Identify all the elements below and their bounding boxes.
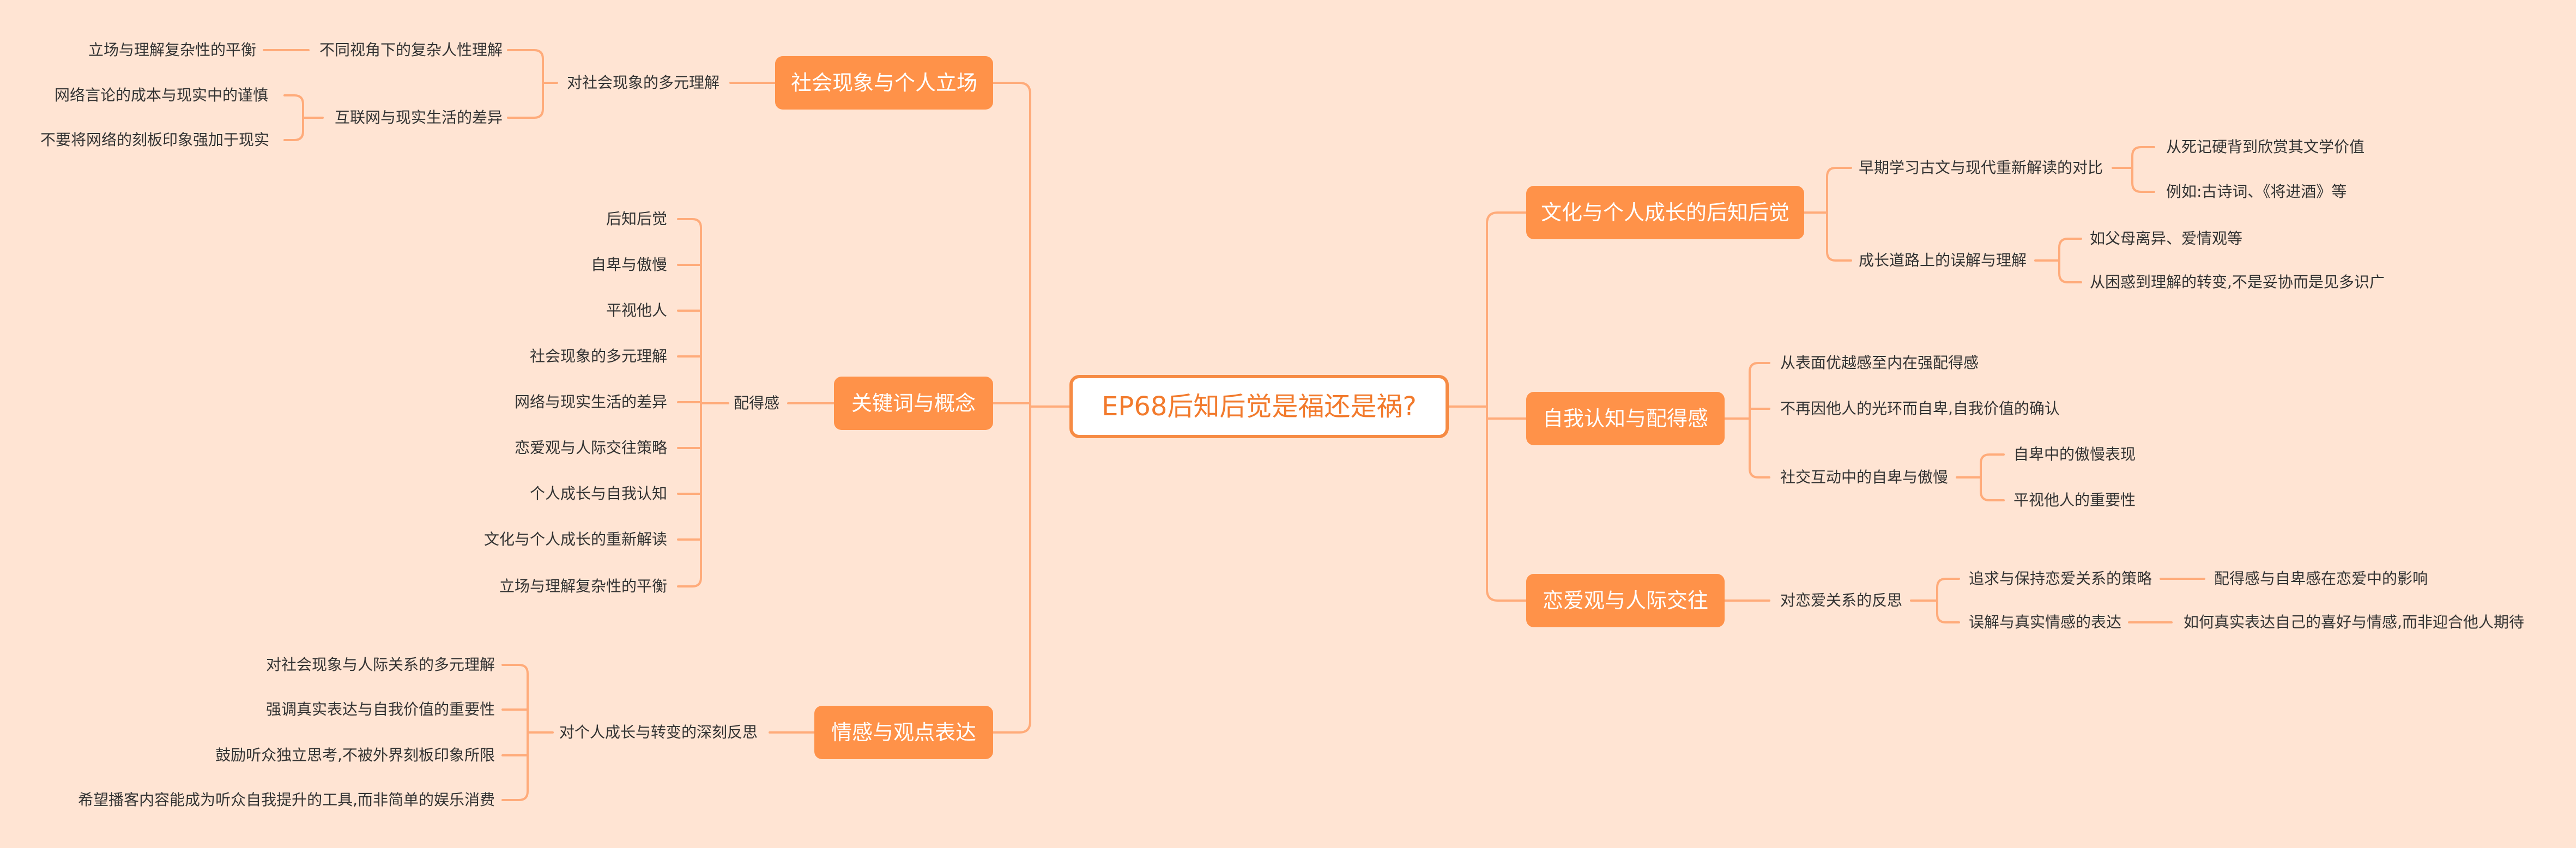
leaf-perspective-balance[interactable]: 立场与理解复杂性的平衡 (88, 41, 256, 59)
keyword-item[interactable]: 自卑与傲慢 (590, 256, 667, 274)
link-root-emotion (992, 405, 1071, 734)
branch-love[interactable]: 恋爱观与人际交往 (1526, 574, 1725, 627)
branch-emotion[interactable]: 情感与观点表达 (814, 706, 993, 759)
leaf-love-deserving[interactable]: 配得感与自卑感在恋爱中的影响 (2214, 570, 2428, 587)
emotion-item[interactable]: 强调真实表达与自我价值的重要性 (265, 700, 495, 718)
link-keywords-fork (677, 218, 729, 587)
emotion-item[interactable]: 鼓励听众独立思考,不被外界刻板印象所限 (215, 746, 495, 764)
link-society-fork (507, 49, 558, 119)
node-deserving[interactable]: 配得感 (734, 394, 780, 412)
node-society-multi-understanding[interactable]: 对社会现象的多元理解 (567, 74, 720, 92)
node-self-superiority[interactable]: 从表面优越感至内在强配得感 (1780, 354, 1979, 372)
node-love-expression[interactable]: 误解与真实情感的表达 (1969, 613, 2122, 631)
keyword-item[interactable]: 文化与个人成长的重新解读 (483, 530, 667, 548)
node-growth-misunderstanding[interactable]: 成长道路上的误解与理解 (1859, 251, 2027, 269)
node-perspective[interactable]: 不同视角下的复杂人性理解 (319, 41, 503, 59)
link-root-culture (1448, 211, 1527, 408)
leaf-growth-parents[interactable]: 如父母离异、爱情观等 (2090, 229, 2243, 247)
link-root-keywords (992, 402, 1071, 408)
leaf-love-authentic[interactable]: 如何真实表达自己的喜好与情感,而非迎合他人期待 (2184, 613, 2524, 631)
emotion-item[interactable]: 对社会现象与人际关系的多元理解 (265, 656, 495, 674)
root-node[interactable]: EP68后知后觉是福还是祸? (1069, 375, 1449, 438)
branch-culture[interactable]: 文化与个人成长的后知后觉 (1526, 186, 1804, 239)
link-love-fork (1910, 578, 1960, 623)
keyword-item[interactable]: 平视他人 (606, 301, 667, 319)
node-personal-reflection[interactable]: 对个人成长与转变的深刻反思 (559, 723, 758, 741)
emotion-item[interactable]: 希望播客内容能成为听众自我提升的工具,而非简单的娱乐消费 (78, 791, 495, 809)
leaf-classics-example[interactable]: 例如:古诗词、《将进酒》等 (2166, 183, 2347, 201)
keyword-item[interactable]: 社会现象的多元理解 (529, 347, 667, 365)
link-root-society (992, 82, 1071, 408)
branch-society[interactable]: 社会现象与个人立场 (775, 56, 993, 110)
keyword-item[interactable]: 后知后觉 (606, 210, 667, 228)
leaf-online-cost[interactable]: 网络言论的成本与现实中的谨慎 (54, 86, 268, 104)
leaf-social-arrogance[interactable]: 自卑中的傲慢表现 (2013, 445, 2136, 463)
link-root-love (1448, 405, 1527, 602)
link-root-self (1448, 405, 1527, 420)
node-social-interaction[interactable]: 社交互动中的自卑与傲慢 (1780, 468, 1949, 486)
keyword-item[interactable]: 立场与理解复杂性的平衡 (499, 577, 667, 595)
keyword-item[interactable]: 恋爱观与人际交往策略 (514, 439, 667, 457)
keyword-item[interactable]: 网络与现实生活的差异 (514, 393, 667, 411)
link-culture-fork (1803, 167, 1852, 262)
node-love-reflection[interactable]: 对恋爱关系的反思 (1780, 591, 1903, 609)
leaf-classics-value[interactable]: 从死记硬背到欣赏其文学价值 (2166, 138, 2365, 156)
branch-self[interactable]: 自我认知与配得感 (1526, 392, 1725, 445)
link-growth-fork (2034, 238, 2082, 283)
link-classics-fork (2112, 146, 2155, 193)
leaf-online-stereotype[interactable]: 不要将网络的刻板印象强加于现实 (40, 131, 269, 149)
link-self-fork (1724, 362, 1770, 478)
link-online-fork (283, 94, 324, 141)
link-social-fork (1956, 453, 2005, 501)
leaf-growth-understanding[interactable]: 从困惑到理解的转变,不是妥协而是见多识广 (2090, 273, 2385, 291)
node-online-offline[interactable]: 互联网与现实生活的差异 (334, 108, 503, 126)
link-emotion-fork (501, 664, 554, 801)
keyword-item[interactable]: 个人成长与自我认知 (529, 484, 667, 502)
branch-keywords[interactable]: 关键词与概念 (834, 377, 993, 430)
node-love-strategy[interactable]: 追求与保持恋爱关系的策略 (1969, 570, 2152, 587)
node-classics-comparison[interactable]: 早期学习古文与现代重新解读的对比 (1859, 159, 2103, 177)
node-self-worth[interactable]: 不再因他人的光环而自卑,自我价值的确认 (1780, 399, 2060, 417)
leaf-social-equal[interactable]: 平视他人的重要性 (2013, 491, 2136, 509)
